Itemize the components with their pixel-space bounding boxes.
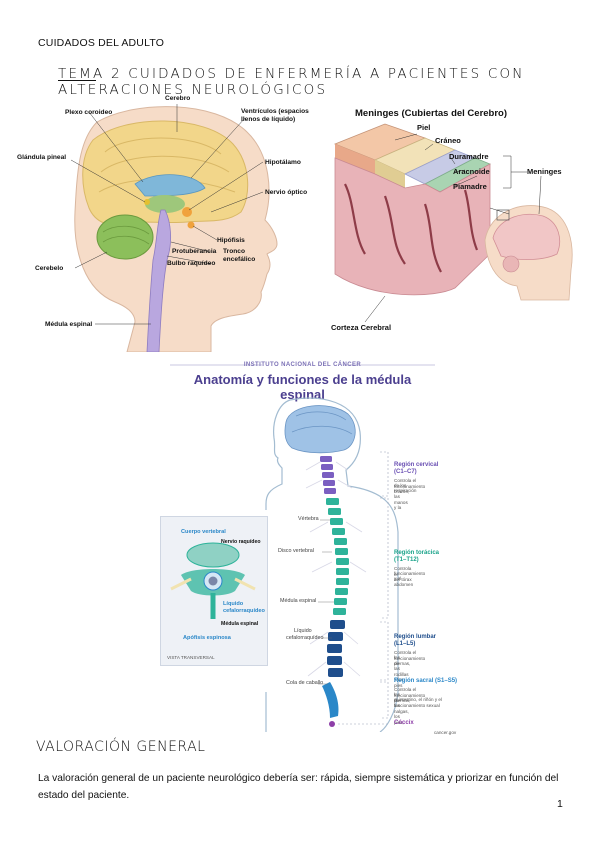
side-disco: Disco vertebral [278, 548, 314, 554]
meninges-figure: Meninges (Cubiertas del Cerebro) Piel Cr… [325, 104, 575, 344]
region-name: Región cervical [394, 462, 439, 468]
label-ventriculos-2: llenos de líquido) [241, 116, 296, 123]
region-range: (C1–C7) [394, 469, 417, 475]
inset-apofisis: Apófisis espinosa [183, 635, 231, 641]
label-plexo: Plexo coroideo [65, 109, 113, 116]
spine-figure: Cuerpo vertebral Nervio raquídeo Líquido… [160, 392, 457, 735]
tema-title: TEMA 2 CUIDADOS DE ENFERMERÍA A PACIENTE… [58, 66, 525, 98]
coccix-label: Cóccix [394, 720, 414, 726]
label-glandula: Glándula pineal [17, 154, 67, 161]
label-corteza: Corteza Cerebral [331, 323, 392, 332]
label-medula: Médula espinal [45, 321, 93, 328]
region-desc: de los brazos, las manos y la [394, 483, 410, 511]
label-piel: Piel [417, 123, 431, 132]
side-liquido-1: Líquido [294, 628, 312, 634]
region-range: (T1–T12) [394, 557, 419, 563]
label-nervio-optico: Nervio óptico [265, 189, 308, 196]
label-duramadre: Duramadre [449, 152, 489, 161]
label-cerebelo: Cerebelo [35, 265, 64, 272]
side-medula: Médula espinal [280, 598, 317, 604]
spine-illustration [265, 397, 399, 732]
label-cerebro: Cerebro [165, 95, 191, 102]
vertebrae-cervical [320, 456, 336, 494]
label-tronco-2: encefálico [223, 256, 256, 263]
vertebrae-thoracic [326, 498, 349, 615]
label-aracnoide: Aracnoide [453, 167, 490, 176]
meninges-illustration [333, 123, 573, 323]
region-desc: Controla el funcionamiento [394, 478, 426, 489]
region-desc: funcionamiento del tórax [394, 571, 426, 582]
inset-box: Cuerpo vertebral Nervio raquídeo Líquido… [160, 516, 268, 666]
meninges-title: Meninges (Cubiertas del Cerebro) [355, 108, 508, 119]
document-header: CUIDADOS DEL ADULTO [38, 37, 165, 49]
label-tronco-1: Tronco [223, 248, 245, 255]
side-vertebra: Vértebra [298, 516, 319, 522]
side-liquido-2: cefalorraquídeo [286, 635, 324, 641]
region-name: Región sacral (S1–S5) [394, 678, 458, 684]
region-desc: y el abdomen [394, 576, 414, 587]
label-hipofisis: Hipófisis [217, 237, 245, 244]
region-desc: Controla el [394, 566, 412, 577]
label-hipotalamo: Hipotálamo [265, 159, 301, 166]
region-desc: respiración [394, 488, 417, 493]
section-title: VALORACIÓN GENERAL [36, 739, 206, 755]
spine-credit: cancer.gov [434, 730, 457, 735]
inset-cuerpo: Cuerpo vertebral [181, 529, 226, 535]
region-name: Región lumbar [394, 634, 437, 640]
label-craneo: Cráneo [435, 136, 461, 145]
label-bulbo: Bulbo raquídeo [167, 260, 216, 267]
region-desc: las piernas, las nalgas, los pies, [394, 692, 411, 725]
inset-medula: Médula espinal [221, 621, 259, 627]
brain-figure: Cerebro Plexo coroideo Ventrículos (espa… [15, 92, 315, 352]
vertebrae-lumbar [327, 620, 345, 677]
label-protuberancia: Protuberancia [172, 248, 217, 255]
inset-liquido-1: Líquido [223, 601, 244, 607]
label-piamadre: Piamadre [453, 182, 487, 191]
inset-vista: VISTA TRANSVERSAL [167, 655, 215, 660]
spine-title-rules [170, 364, 435, 366]
body-paragraph: La valoración general de un paciente neu… [38, 773, 559, 801]
region-range: (L1–L5) [394, 641, 416, 647]
tema-underline [58, 80, 96, 81]
region-desc: Controla el funcionamiento de [394, 687, 426, 704]
inset-nervio: Nervio raquídeo [221, 539, 261, 545]
region-name: Región torácica [394, 550, 440, 556]
vertebra-cross-section [170, 542, 256, 619]
nci-institute: INSTITUTO NACIONAL DEL CÁNCER [243, 362, 362, 368]
region-desc: las piernas, las rodillas y los pies [394, 655, 411, 688]
region-desc: el intestino, el riñón y el funcionamien… [394, 697, 443, 708]
label-meninges: Meninges [527, 167, 562, 176]
region-desc: Controla el funcionamiento de [394, 650, 426, 667]
label-ventriculos-1: Ventrículos (espacios [241, 108, 309, 115]
brain-illustration [70, 104, 278, 352]
inset-liquido-2: cefalorraquídeo [223, 608, 265, 614]
page-number: 1 [557, 798, 563, 810]
side-cola: Cola de caballo [286, 680, 324, 686]
